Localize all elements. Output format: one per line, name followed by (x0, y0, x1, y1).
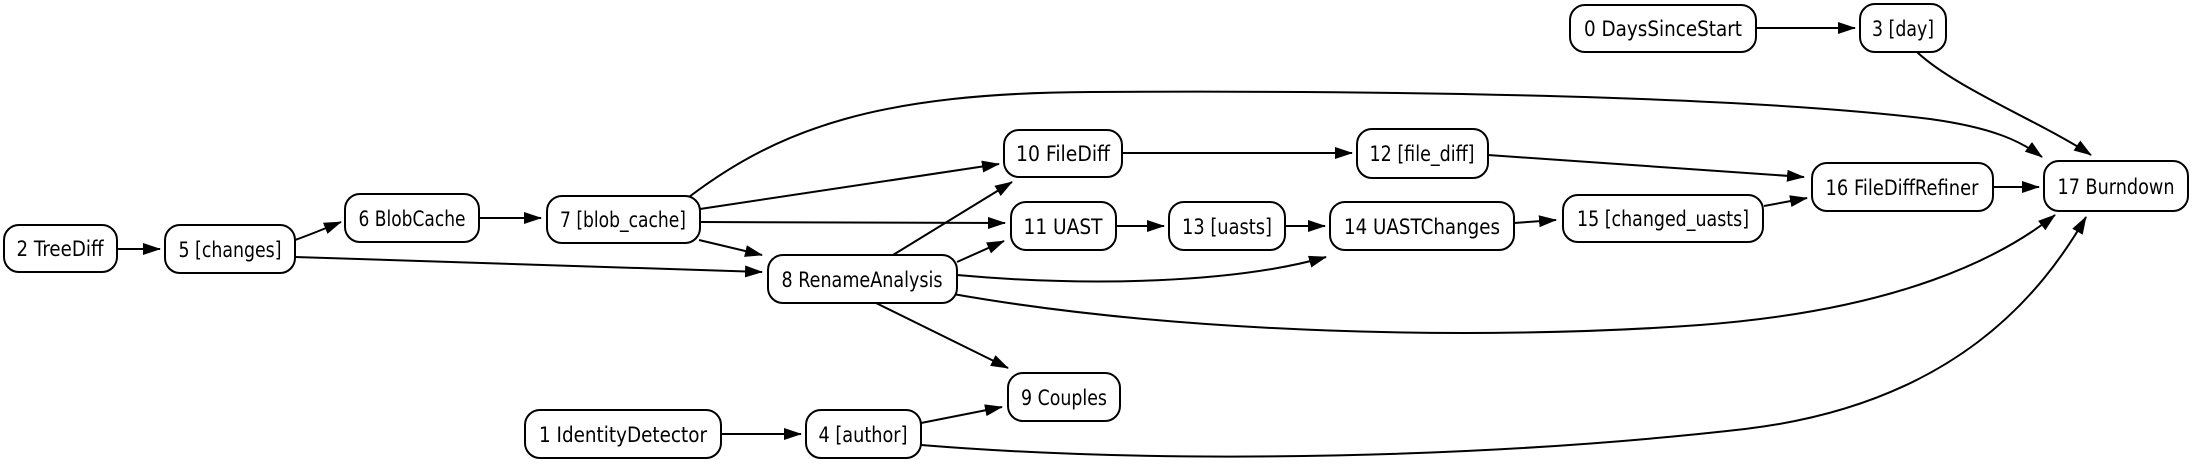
node-box (3, 224, 118, 273)
edge-7-blob-cache-to-10-filediff (699, 160, 1000, 210)
node-label: 2 TreeDiff (17, 237, 104, 261)
node-label: 14 UASTChanges (1344, 215, 1500, 239)
node-box (2043, 160, 2189, 212)
node-16-filediffrefiner: 16 FileDiffRefiner (1811, 162, 1994, 212)
node-label: 8 RenameAnalysis (782, 268, 943, 292)
node-label: 1 IdentityDetector (539, 423, 707, 447)
node-box (344, 193, 480, 243)
node-11-uast: 11 UAST (1010, 201, 1117, 251)
node-box (1356, 128, 1489, 179)
node-12-file-diff: 12 [file_diff] (1356, 128, 1489, 179)
node-17-burndown: 17 Burndown (2043, 160, 2189, 212)
node-14-uastchanges: 14 UASTChanges (1329, 201, 1515, 251)
node-label: 10 FileDiff (1016, 142, 1110, 166)
node-label: 5 [changes] (179, 238, 282, 262)
node-label: 9 Couples (1021, 386, 1107, 410)
edge-8-renameanalysis-to-9-couples (875, 302, 1009, 369)
edge-layer (117, 22, 2092, 458)
edge-5-changes-to-8-renameanalysis (294, 256, 763, 278)
node-box (1329, 201, 1515, 251)
node-box (1007, 372, 1121, 422)
node-layer: 0 DaysSinceStart 3 [day] 10 FileDiff 12 … (3, 3, 2189, 459)
node-label: 13 [uasts] (1182, 215, 1272, 239)
node-box (805, 409, 922, 459)
edge-8-renameanalysis-to-10-filediff (892, 181, 1013, 256)
edge-4-author-to-17-burndown (920, 216, 2087, 458)
node-6-blobcache: 6 BlobCache (344, 193, 480, 243)
edge-4-author-to-9-couples (920, 404, 1003, 424)
node-label: 11 UAST (1024, 215, 1103, 239)
node-13-uasts: 13 [uasts] (1168, 201, 1286, 251)
node-label: 4 [author] (819, 423, 908, 447)
node-box (546, 195, 701, 244)
node-label: 0 DaysSinceStart (1584, 17, 1742, 41)
node-2-treediff: 2 TreeDiff (3, 224, 118, 273)
node-label: 12 [file_diff] (1370, 142, 1475, 167)
node-box (1168, 201, 1286, 251)
node-5-changes: 5 [changes] (164, 224, 296, 274)
node-label: 16 FileDiffRefiner (1826, 176, 1979, 200)
edge-5-changes-to-6-blobcache (294, 221, 342, 241)
node-3-day: 3 [day] (1859, 3, 1947, 53)
node-box (1859, 3, 1947, 53)
edge-8-renameanalysis-to-17-burndown (952, 214, 2056, 334)
node-box (524, 409, 722, 459)
node-box (164, 224, 296, 274)
node-4-author: 4 [author] (805, 409, 922, 459)
node-label: 6 BlobCache (359, 207, 466, 231)
node-1-identitydetector: 1 IdentityDetector (524, 409, 722, 459)
node-8-renameanalysis: 8 RenameAnalysis (767, 254, 958, 304)
edge-7-blob-cache-to-8-renameanalysis (698, 239, 763, 257)
edge-7-blob-cache-to-11-uast (699, 216, 1006, 229)
node-box (1811, 162, 1994, 212)
node-label: 7 [blob_cache] (560, 208, 686, 233)
edge-8-renameanalysis-to-14-uastchanges (956, 255, 1327, 283)
node-box (767, 254, 958, 304)
edge-14-uastchanges-to-15-changed-uasts (1513, 215, 1557, 228)
node-label: 3 [day] (1872, 17, 1934, 41)
edge-3-day-to-17-burndown (1916, 51, 2092, 156)
edge-7-blob-cache-to-17-burndown (688, 90, 2043, 198)
node-15-changed-uasts: 15 [changed_uasts] (1562, 194, 1764, 243)
node-box (1010, 201, 1117, 251)
edge-8-renameanalysis-to-11-uast (956, 240, 1005, 263)
node-9-couples: 9 Couples (1007, 372, 1121, 422)
node-box (1003, 129, 1123, 178)
node-7-blob-cache: 7 [blob_cache] (546, 195, 701, 244)
node-label: 15 [changed_uasts] (1577, 207, 1749, 232)
node-0-dayssincestart: 0 DaysSinceStart (1569, 4, 1757, 53)
edge-15-changed-uasts-to-16-filediffrefiner (1763, 195, 1808, 208)
edge-12-file-diff-to-16-filediffrefiner (1487, 154, 1805, 182)
node-box (1569, 4, 1757, 53)
node-10-filediff: 10 FileDiff (1003, 129, 1123, 178)
node-label: 17 Burndown (2058, 175, 2175, 199)
node-box (1562, 194, 1764, 243)
